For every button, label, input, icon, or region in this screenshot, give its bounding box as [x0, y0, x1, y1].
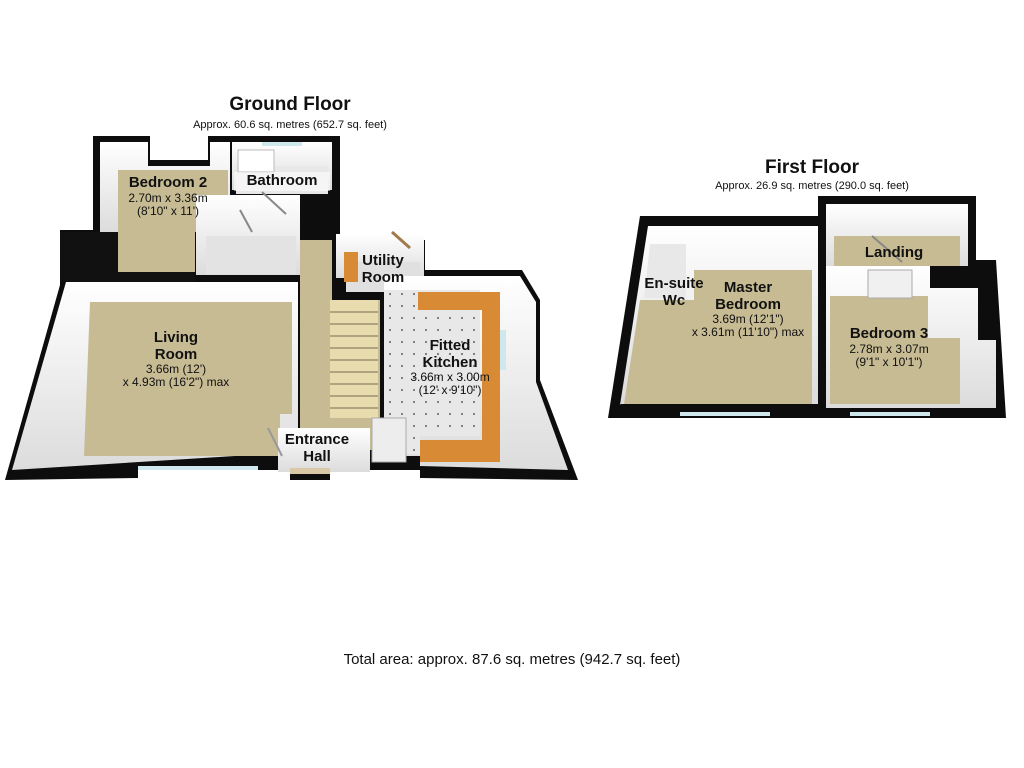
bathroom-name: Bathroom [234, 172, 330, 191]
landing-label: Landing [856, 244, 932, 262]
cupboard-floor [206, 236, 296, 274]
first-floor-title: First Floor [765, 157, 859, 178]
first-floor-window-2 [850, 412, 930, 416]
living-room-name-line2: Room [154, 345, 198, 363]
bedroom3-dimensions-imperial: (9'1" x 10'1") [855, 354, 923, 369]
bedroom2-name: Bedroom 2 [128, 174, 208, 191]
bedroom2-dimensions-imperial: (8'10" x 11') [137, 203, 199, 218]
kitchen-dimensions-imperial: (12' x 9'10") [418, 383, 482, 398]
first-floor-plan [608, 196, 1006, 418]
bedroom2-dimensions: 2.70m x 3.36m [128, 190, 208, 205]
master-bedroom-dimensions-2: x 3.61m (11'10") max [691, 325, 805, 340]
bedroom3-label: Bedroom 3 2.78m x 3.07m (9'1" x 10'1") [834, 325, 944, 369]
cupboard-door-2 [239, 209, 253, 233]
bathroom-bath [237, 149, 275, 173]
entrance-hall-name-line2: Hall [303, 447, 331, 465]
ground-floor-title: Ground Floor [229, 94, 351, 115]
cupboard-door [261, 191, 287, 215]
kitchen-window [500, 330, 506, 370]
landing-name: Landing [864, 244, 924, 261]
ensuite-floor-lower [624, 300, 694, 404]
master-bedroom-dimensions: 3.69m (12'1") [712, 312, 784, 326]
entrance-door-swing [267, 427, 283, 457]
living-room-dimensions-2: x 4.93m (16'2") max [122, 375, 230, 390]
kitchen-name-line1: Fitted [429, 337, 471, 354]
landing-door [871, 235, 903, 263]
bedroom3-dimensions: 2.78m x 3.07m [849, 341, 929, 356]
first-floor-area: Approx. 26.9 sq. metres (290.0 sq. feet) [715, 180, 909, 192]
kitchen-name-line2: Kitchen [422, 353, 478, 371]
entrance-cupboard [371, 417, 407, 463]
living-room-label: Living Room 3.66m (12') x 4.93m (16'2") … [96, 329, 256, 390]
bedroom3-floor [830, 296, 960, 404]
ensuite-name-line2: Wc [662, 291, 686, 309]
living-room-window [138, 466, 258, 470]
utility-door [391, 230, 411, 250]
entrance-hall-floor [278, 428, 370, 472]
ground-floor-area: Approx. 60.6 sq. metres (652.7 sq. feet) [193, 119, 387, 131]
bedroom3-name: Bedroom 3 [849, 325, 929, 342]
entrance-hall-label: Entrance Hall [272, 431, 362, 465]
bedroom3-cupboard [867, 269, 913, 299]
entrance-hall-name-line1: Entrance [284, 431, 350, 448]
living-room-floor [84, 302, 292, 456]
master-bedroom-name-line1: Master [723, 279, 773, 296]
utility-worktop [344, 252, 358, 282]
utility-room-label: Utility Room [350, 252, 416, 286]
utility-room-name-line1: Utility [362, 252, 404, 269]
master-bedroom-label: Master Bedroom 3.69m (12'1") x 3.61m (11… [680, 279, 816, 340]
ensuite-name-line1: En-suite [644, 275, 704, 292]
first-floor-window-1 [680, 412, 770, 416]
staircase [330, 300, 378, 418]
landing-floor [834, 236, 960, 266]
utility-room-name-line2: Room [361, 268, 405, 286]
living-room-name-line1: Living [153, 329, 199, 346]
kitchen-floor [384, 290, 480, 454]
ensuite-floor [644, 244, 686, 298]
kitchen-dimensions: 3.66m x 3.00m [410, 370, 490, 384]
total-area-caption: Total area: approx. 87.6 sq. metres (942… [343, 651, 681, 668]
kitchen-worktop [418, 292, 500, 462]
front-door [290, 468, 330, 474]
living-room-dimensions: 3.66m (12') [145, 362, 207, 376]
master-bedroom-floor [694, 270, 812, 404]
bedroom2-label: Bedroom 2 2.70m x 3.36m (8'10" x 11') [108, 174, 228, 218]
ensuite-label: En-suite Wc [640, 275, 708, 309]
bathroom-label: Bathroom [234, 172, 330, 191]
master-bedroom-name-line2: Bedroom [715, 295, 781, 313]
bathroom-window [262, 142, 302, 146]
kitchen-label: Fitted Kitchen 3.66m x 3.00m (12' x 9'10… [396, 337, 504, 398]
